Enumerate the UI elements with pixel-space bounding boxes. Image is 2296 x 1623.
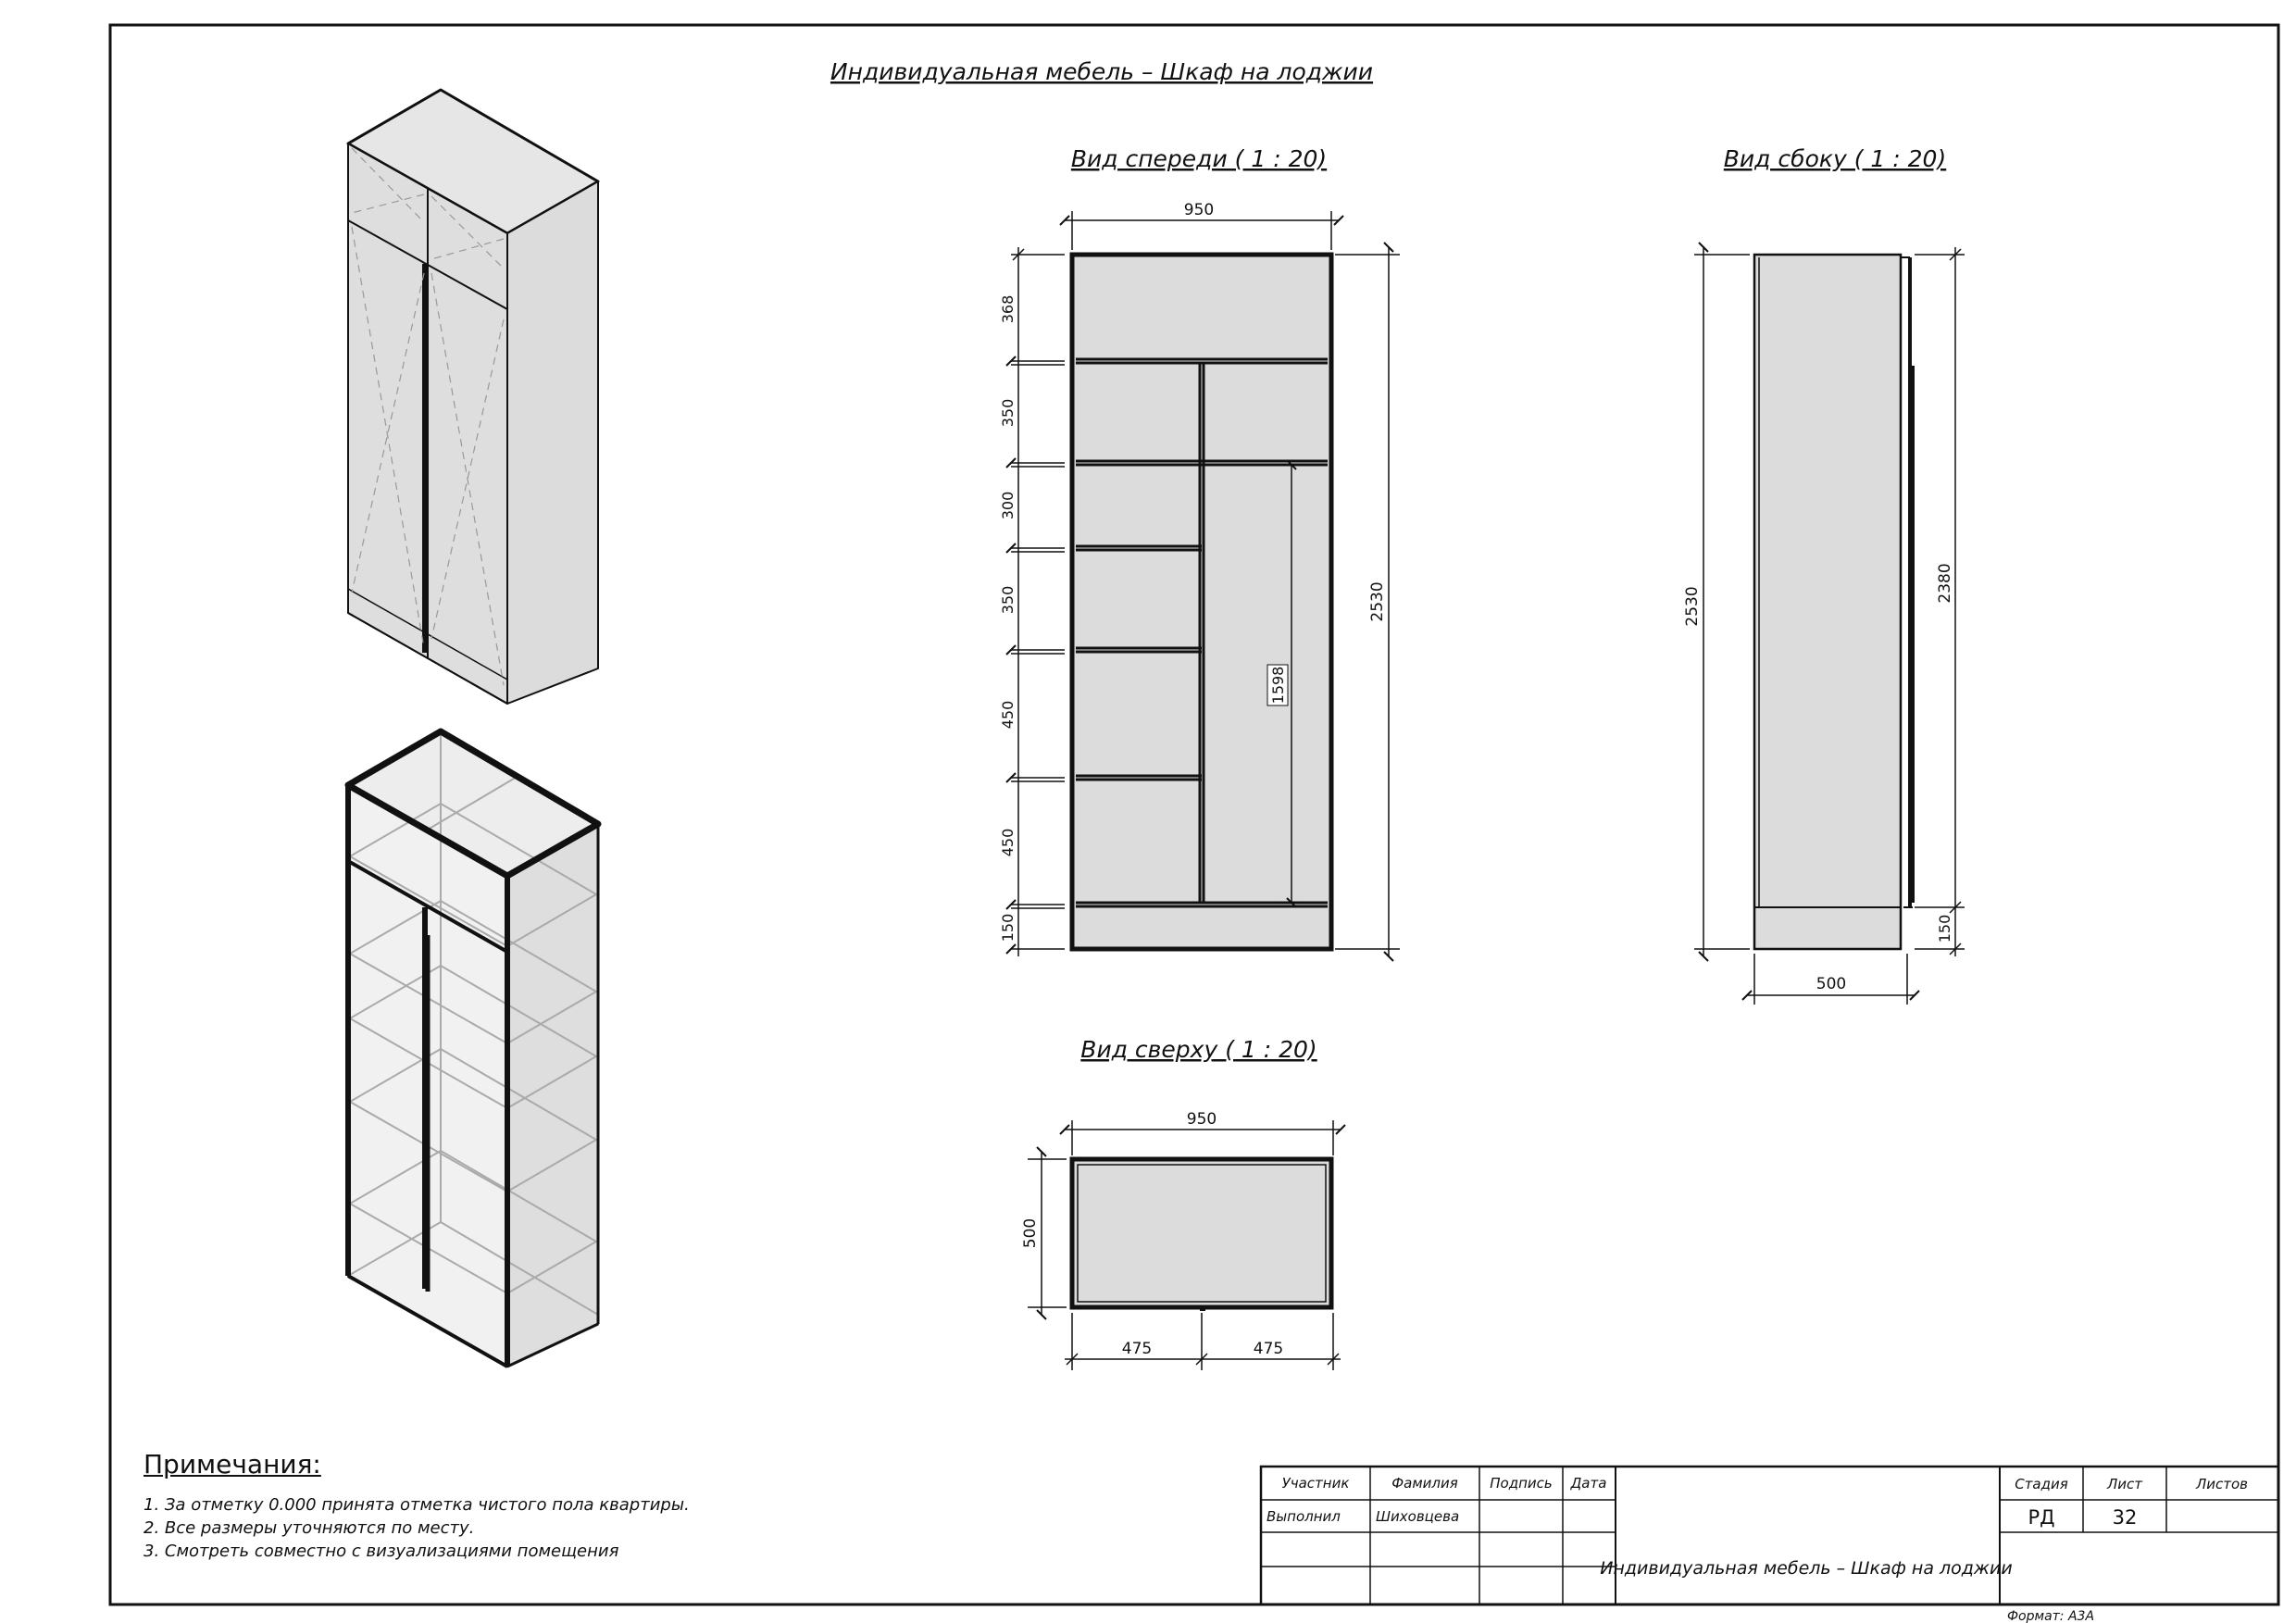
side-plinth-label: 150 — [1936, 915, 1953, 943]
stamp-sheet-value: 32 — [2113, 1506, 2138, 1529]
stamp-header-participant: Участник — [1282, 1475, 1350, 1492]
top-width-label: 950 — [1187, 1110, 1217, 1129]
front-inner-height-label: 1598 — [1269, 667, 1287, 705]
note-1: 1. За отметку 0.000 принята отметка чист… — [144, 1495, 690, 1515]
stamp-surname: Шиховцева — [1376, 1508, 1459, 1525]
stamp-format: Формат: А3А — [2007, 1609, 2094, 1623]
note-3: 3. Смотреть совместно с визуализациями п… — [144, 1542, 619, 1561]
stamp-header-signature: Подпись — [1490, 1475, 1552, 1492]
notes-title: Примечания: — [144, 1449, 321, 1479]
front-section-7: 150 — [999, 914, 1017, 943]
front-section-6: 450 — [999, 829, 1017, 857]
side-door-height-label: 2380 — [1936, 563, 1954, 603]
stamp-header-surname: Фамилия — [1391, 1475, 1458, 1492]
top-view-title: Вид сверху ( 1 : 20) — [1080, 1036, 1316, 1063]
stamp-project-title: Индивидуальная мебель – Шкаф на лоджии — [1600, 1558, 2012, 1579]
side-view-title: Вид сбоку ( 1 : 20) — [1724, 145, 1946, 172]
front-section-2: 350 — [999, 399, 1017, 428]
top-view-body — [1069, 1156, 1334, 1310]
sheet-title: Индивидуальная мебель – Шкаф на лоджии — [830, 58, 1373, 85]
front-section-3: 300 — [999, 492, 1017, 520]
side-view-body — [1753, 253, 1903, 951]
top-view: Вид сверху ( 1 : 20) 950 500 475 — [1021, 1036, 1346, 1370]
isometric-closed-cabinet — [346, 88, 600, 705]
stamp-role: Выполнил — [1267, 1508, 1341, 1525]
top-half-left-label: 475 — [1122, 1340, 1152, 1358]
stamp-stage-label: Стадия — [2015, 1476, 2068, 1492]
front-inner-label-bg — [1267, 664, 1289, 706]
stamp-sheet-label: Лист — [2106, 1476, 2143, 1492]
stamp-sheets-label: Листов — [2195, 1476, 2248, 1492]
note-2: 2. Все размеры уточняются по месту. — [144, 1518, 475, 1538]
front-view-title: Вид спереди ( 1 : 20) — [1071, 145, 1327, 172]
front-section-1: 368 — [999, 295, 1017, 324]
front-height-label: 2530 — [1368, 581, 1387, 621]
top-depth-label: 500 — [1021, 1218, 1040, 1248]
sheet-frame — [108, 23, 2280, 1606]
stamp-header-date: Дата — [1570, 1475, 1607, 1492]
front-view: Вид спереди ( 1 : 20) 950 — [999, 145, 1400, 962]
top-half-right-label: 475 — [1254, 1340, 1283, 1358]
side-depth-label: 500 — [1816, 975, 1846, 993]
side-handle — [1910, 366, 1915, 903]
front-width-label: 950 — [1184, 201, 1214, 219]
isometric-open-cabinet — [344, 728, 602, 1368]
side-view: Вид сбоку ( 1 : 20) 2530 2380 150 — [1683, 145, 1965, 1005]
stamp-stage-value: РД — [2028, 1506, 2054, 1529]
title-block — [1259, 1465, 2280, 1606]
front-section-4: 350 — [999, 586, 1017, 615]
top-view-handle — [1200, 1305, 1205, 1311]
side-height-label: 2530 — [1683, 586, 1702, 626]
front-section-5: 450 — [999, 701, 1017, 730]
top-view-inner — [1077, 1164, 1327, 1303]
